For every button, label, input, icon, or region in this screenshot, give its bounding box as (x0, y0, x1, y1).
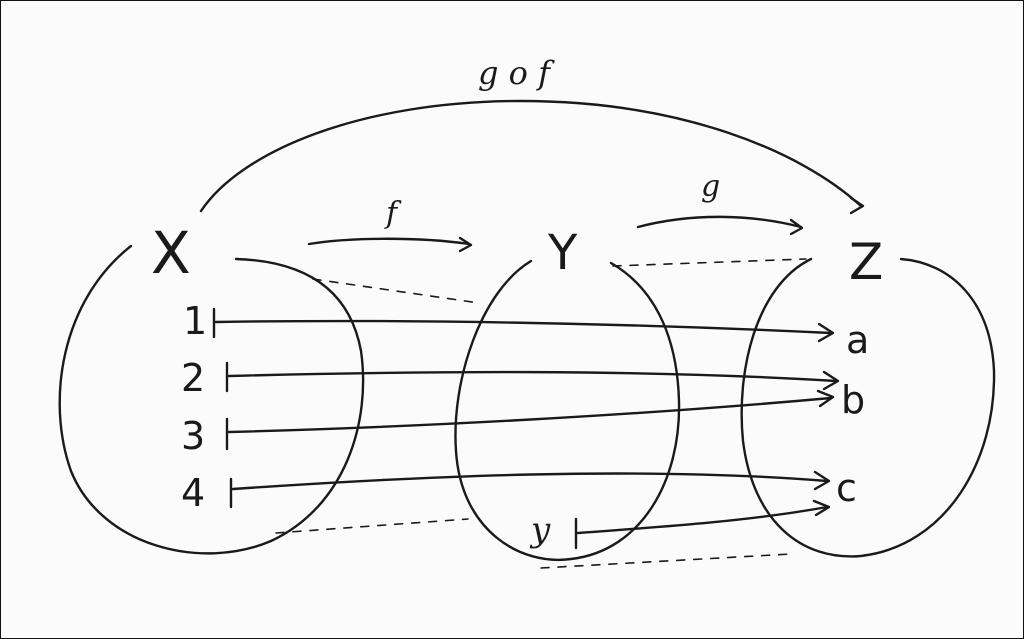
set-z-label: Z (849, 233, 883, 291)
map-g-arrow (636, 215, 803, 229)
mapping-arrow-4-c (229, 470, 831, 509)
z-element-c: c (836, 466, 857, 510)
composite-arc (199, 99, 863, 213)
composite-arrowhead (849, 196, 865, 215)
x-element-1: 1 (183, 299, 207, 343)
z-element-b: b (841, 378, 865, 422)
dashed-guide (612, 258, 807, 267)
dashed-guide (312, 278, 480, 304)
dashed-guide (540, 553, 792, 569)
map-g-label: g (701, 169, 720, 204)
mapping-arrow-y-c (574, 499, 831, 550)
map-f-arrow (307, 237, 471, 246)
mapping-arrow-3-b (225, 389, 835, 451)
map-g-arrowhead (789, 218, 804, 236)
mapping-arrow-1-a (212, 307, 835, 343)
composite-label: g o f (478, 54, 555, 92)
map-f-arrowhead (458, 236, 473, 253)
set-y-ellipse (454, 259, 681, 562)
x-element-2: 2 (181, 356, 205, 400)
x-element-4: 4 (181, 471, 205, 515)
set-x-label: X (151, 219, 191, 287)
mapping-arrow-2-b (225, 361, 840, 393)
z-element-a: a (846, 318, 869, 362)
x-element-3: 3 (181, 414, 205, 458)
set-z-ellipse (740, 257, 996, 558)
set-y-label: Y (547, 225, 578, 281)
y-element: y (529, 510, 551, 550)
dashed-guide (275, 518, 469, 534)
map-f-label: f (384, 196, 402, 231)
set-x-ellipse (58, 244, 365, 555)
